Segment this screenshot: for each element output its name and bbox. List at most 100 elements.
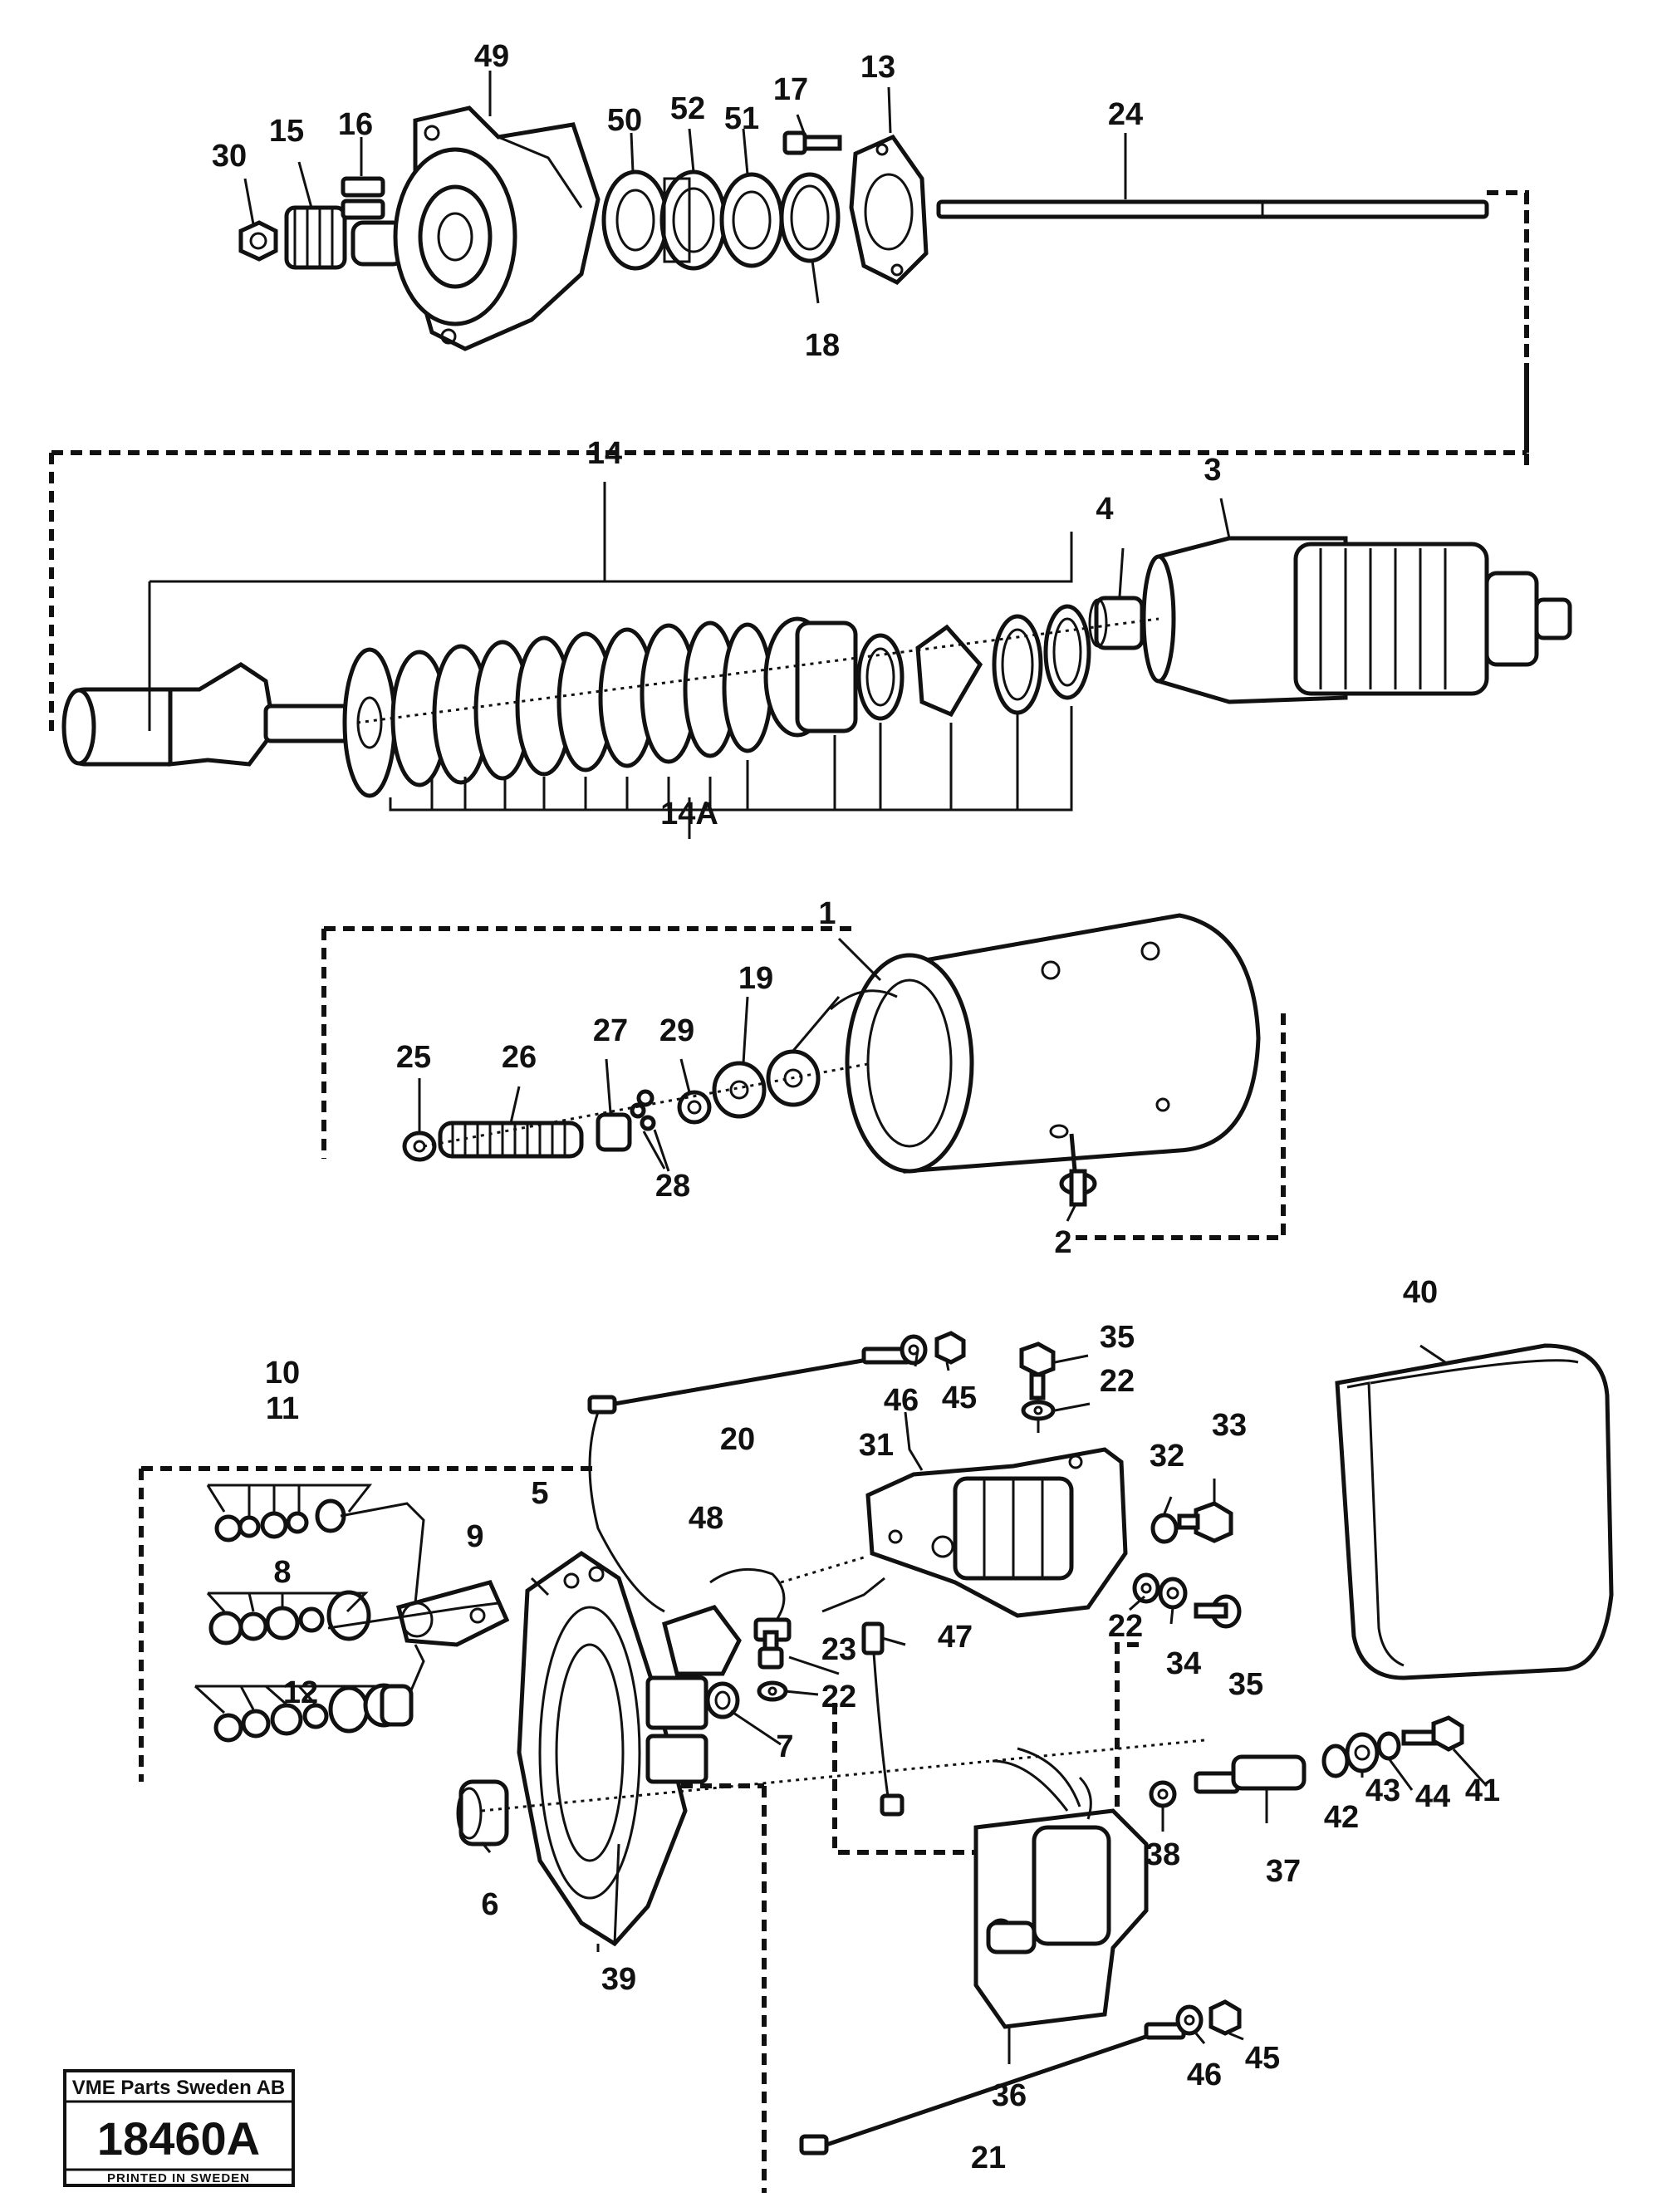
part-46-washer-a[interactable] [900,1334,928,1366]
drawing-number: 18460A [97,2112,260,2165]
callout-6: 6 [481,1887,498,1922]
part-8-washers[interactable] [208,1590,371,1646]
part-35-screw-a[interactable] [1019,1341,1056,1400]
callout-30: 30 [212,139,247,174]
callout-14a: 14A [660,797,718,831]
part-17-screw[interactable] [782,130,842,155]
callout-9: 9 [466,1519,483,1554]
callout-15: 15 [269,114,304,149]
part-10-11-washers[interactable] [214,1498,346,1543]
part-22-washer-b[interactable] [1132,1572,1160,1604]
part-34-washer[interactable] [1158,1577,1188,1610]
callout-12: 12 [283,1675,318,1710]
part-29-washer[interactable] [677,1090,712,1125]
part-22-washer-a[interactable] [1021,1400,1056,1421]
part-13-bearing-plate[interactable] [849,134,929,286]
callout-labels: 49 30 15 16 50 52 51 17 13 24 18 14 4 3 … [212,39,1500,2175]
part-14-drive-assembly[interactable] [61,662,351,767]
callout-8: 8 [273,1555,291,1590]
callout-1: 1 [818,896,836,931]
part-1-yoke[interactable] [830,913,1261,1174]
part-45-nut-b[interactable] [1209,1999,1242,2036]
part-25-nut[interactable] [402,1131,437,1162]
callout-7: 7 [776,1729,793,1764]
part-39-commutator-end-frame[interactable] [517,1550,708,1947]
part-47-cable[interactable] [861,1621,905,1817]
part-4-bush[interactable] [1088,596,1145,650]
part-15-pinion[interactable] [284,205,347,270]
part-14a-clutch-plates[interactable] [342,604,1091,798]
callout-43: 43 [1365,1773,1400,1808]
callout-40: 40 [1403,1275,1438,1310]
part-23-screw[interactable] [757,1630,784,1670]
part-26-spring[interactable] [438,1121,584,1159]
part-43-nut[interactable] [1345,1732,1380,1773]
callout-23: 23 [821,1632,856,1667]
part-18-ring[interactable] [779,172,841,263]
part-45-nut-a[interactable] [934,1331,966,1365]
part-2-screw[interactable] [1059,1133,1097,1207]
part-22-washer-c[interactable] [757,1680,788,1702]
part-44-washer[interactable] [1376,1731,1401,1761]
part-51-bearing[interactable] [719,172,784,268]
callout-16: 16 [338,107,373,142]
part-49-drive-end-housing[interactable] [393,105,601,351]
part-20-connecting-rod[interactable] [587,1346,912,1613]
part-41-screw[interactable] [1401,1715,1464,1752]
part-46-washer-b[interactable] [1175,2004,1204,2036]
part-12-washers[interactable] [213,1683,414,1743]
callout-22c: 22 [821,1680,856,1714]
callout-31: 31 [859,1428,894,1463]
part-52-bearing[interactable] [659,169,728,271]
callout-11: 11 [266,1391,299,1426]
callout-20: 20 [720,1422,755,1457]
callout-45a: 45 [942,1381,977,1415]
callout-19: 19 [738,961,773,996]
part-21-connecting-rod[interactable] [799,2022,1186,2156]
callout-29: 29 [659,1013,694,1048]
drive-end-group [238,71,1529,465]
part-40-cover-band[interactable] [1335,1343,1614,1680]
part-28-pins[interactable] [630,1089,656,1131]
part-31-solenoid[interactable] [865,1447,1128,1618]
part-3-armature[interactable] [1141,536,1572,704]
part-35-screw-b[interactable] [1194,1594,1242,1629]
part-16-key[interactable] [341,176,385,220]
callout-28: 28 [655,1169,690,1204]
part-27-sleeve[interactable] [596,1112,632,1152]
callout-45b: 45 [1245,2041,1280,2076]
callout-2: 2 [1054,1225,1071,1260]
company-name: VME Parts Sweden AB [72,2077,286,2099]
callout-26: 26 [502,1040,537,1075]
callout-17: 17 [773,72,808,107]
part-24-through-bolt[interactable] [936,199,1489,219]
callout-48: 48 [689,1501,723,1536]
part-30-nut[interactable] [238,220,278,262]
part-48-terminal-block[interactable] [662,1567,792,1676]
callout-22b: 22 [1108,1609,1143,1644]
title-block: VME Parts Sweden AB 18460A PRINTED IN SW… [63,2069,295,2187]
callout-14: 14 [587,436,622,471]
callout-3: 3 [1204,453,1221,488]
part-32-washer[interactable] [1150,1513,1179,1544]
callout-4: 4 [1096,492,1113,527]
armature-group [49,193,1572,839]
part-9-brush-bracket[interactable] [395,1580,510,1647]
part-19-shims[interactable] [712,1049,821,1119]
printed-in-note: PRINTED IN SWEDEN [107,2171,250,2185]
part-50-seal[interactable] [601,169,669,271]
part-42-washer[interactable] [1321,1744,1350,1778]
part-38-washer[interactable] [1149,1780,1177,1808]
part-36-coil-unit[interactable] [973,1747,1149,2029]
callout-39: 39 [601,1962,636,1997]
part-33-screw[interactable] [1177,1501,1233,1543]
callout-27: 27 [593,1013,628,1048]
part-6-bush[interactable] [456,1779,509,1847]
callout-41: 41 [1465,1773,1500,1808]
callout-34: 34 [1166,1646,1201,1681]
part-7-bushing[interactable] [705,1681,740,1719]
callout-37: 37 [1266,1854,1301,1889]
callout-13: 13 [860,50,895,85]
part-37-stud[interactable] [1194,1754,1307,1794]
